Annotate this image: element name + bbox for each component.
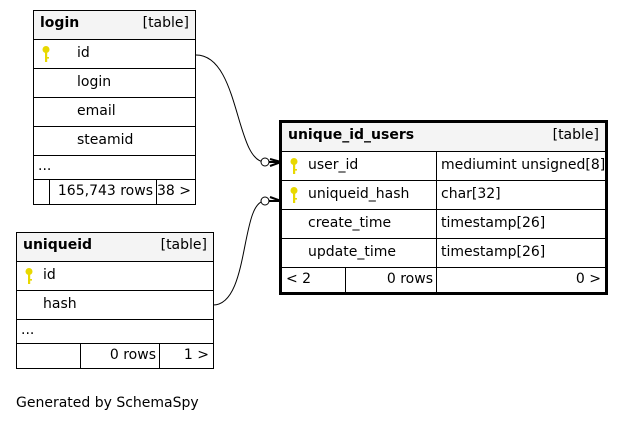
more-columns: ... (38, 158, 52, 174)
rows-cell: 0 rows (345, 268, 437, 292)
key-icon (25, 268, 33, 284)
column-row[interactable]: email (34, 97, 195, 126)
edge-login-id-to-user-id (195, 54, 266, 163)
column-type-cell: char[32] (436, 181, 605, 209)
table-name: login (40, 15, 80, 31)
generated-by-label: Generated by SchemaSpy (16, 395, 199, 411)
column-name: uniqueid_hash (308, 186, 410, 202)
table-kind: [table] (142, 15, 189, 31)
edge-uniqueid-hash-to-uniqueid-hash (212, 200, 266, 306)
column-row[interactable]: login (34, 68, 195, 97)
column-name: create_time (308, 215, 392, 231)
column-row[interactable]: uniqueid_hash char[32] (282, 180, 605, 209)
column-name: hash (43, 296, 77, 312)
column-name: id (43, 267, 56, 283)
table-header: unique_id_users [table] (282, 123, 605, 151)
edge-optional-marker (260, 196, 270, 206)
parents-count[interactable]: < 2 (286, 271, 312, 287)
children-count[interactable]: 38 > (157, 183, 191, 199)
table-header: uniqueid [table] (17, 233, 213, 261)
column-type-cell: timestamp[26] (436, 210, 605, 238)
column-name: user_id (308, 157, 359, 173)
more-columns-row: ... (17, 319, 213, 343)
table-unique-id-users[interactable]: unique_id_users [table] user_id mediumin… (279, 120, 608, 295)
table-login[interactable]: login [table] id login email steamid ...… (33, 10, 196, 205)
column-type: mediumint unsigned[8] (441, 157, 606, 173)
table-footer: 0 rows 1 > (17, 343, 213, 368)
table-kind: [table] (552, 127, 599, 143)
column-name: update_time (308, 244, 396, 260)
column-row[interactable]: update_time timestamp[26] (282, 238, 605, 267)
table-name: unique_id_users (288, 127, 415, 143)
table-uniqueid[interactable]: uniqueid [table] id hash ... 0 rows 1 > (16, 232, 214, 369)
children-cell[interactable]: 1 > (159, 344, 213, 368)
column-row[interactable]: id (34, 39, 195, 68)
column-type: char[32] (441, 186, 501, 202)
rows-cell: 165,743 rows (49, 180, 157, 204)
column-row[interactable]: id (17, 261, 213, 290)
key-icon (290, 158, 298, 174)
table-footer: 165,743 rows 38 > (34, 179, 195, 204)
column-row[interactable]: steamid (34, 126, 195, 155)
children-count[interactable]: 1 > (183, 347, 209, 363)
column-name: steamid (77, 132, 134, 148)
column-type-cell: timestamp[26] (436, 239, 605, 267)
more-columns: ... (21, 322, 35, 338)
table-kind: [table] (160, 237, 207, 253)
column-row[interactable]: user_id mediumint unsigned[8] (282, 151, 605, 180)
children-cell[interactable]: 0 > (436, 268, 605, 292)
column-type: timestamp[26] (441, 244, 546, 260)
key-icon (290, 187, 298, 203)
column-name: id (77, 45, 90, 61)
row-count: 165,743 rows (57, 183, 153, 199)
children-count[interactable]: 0 > (575, 271, 601, 287)
more-columns-row: ... (34, 155, 195, 179)
column-type: timestamp[26] (441, 215, 546, 231)
children-cell[interactable]: 38 > (156, 180, 195, 204)
table-footer: < 2 0 rows 0 > (282, 267, 605, 292)
column-type-cell: mediumint unsigned[8] (436, 152, 605, 180)
rows-cell: 0 rows (80, 344, 160, 368)
column-name: login (77, 74, 112, 90)
table-header: login [table] (34, 11, 195, 39)
row-count: 0 rows (109, 347, 156, 363)
key-icon (42, 46, 50, 62)
table-name: uniqueid (23, 237, 93, 253)
edge-optional-marker (260, 157, 270, 167)
column-name: email (77, 103, 116, 119)
column-row[interactable]: hash (17, 290, 213, 319)
column-row[interactable]: create_time timestamp[26] (282, 209, 605, 238)
row-count: 0 rows (386, 271, 433, 287)
